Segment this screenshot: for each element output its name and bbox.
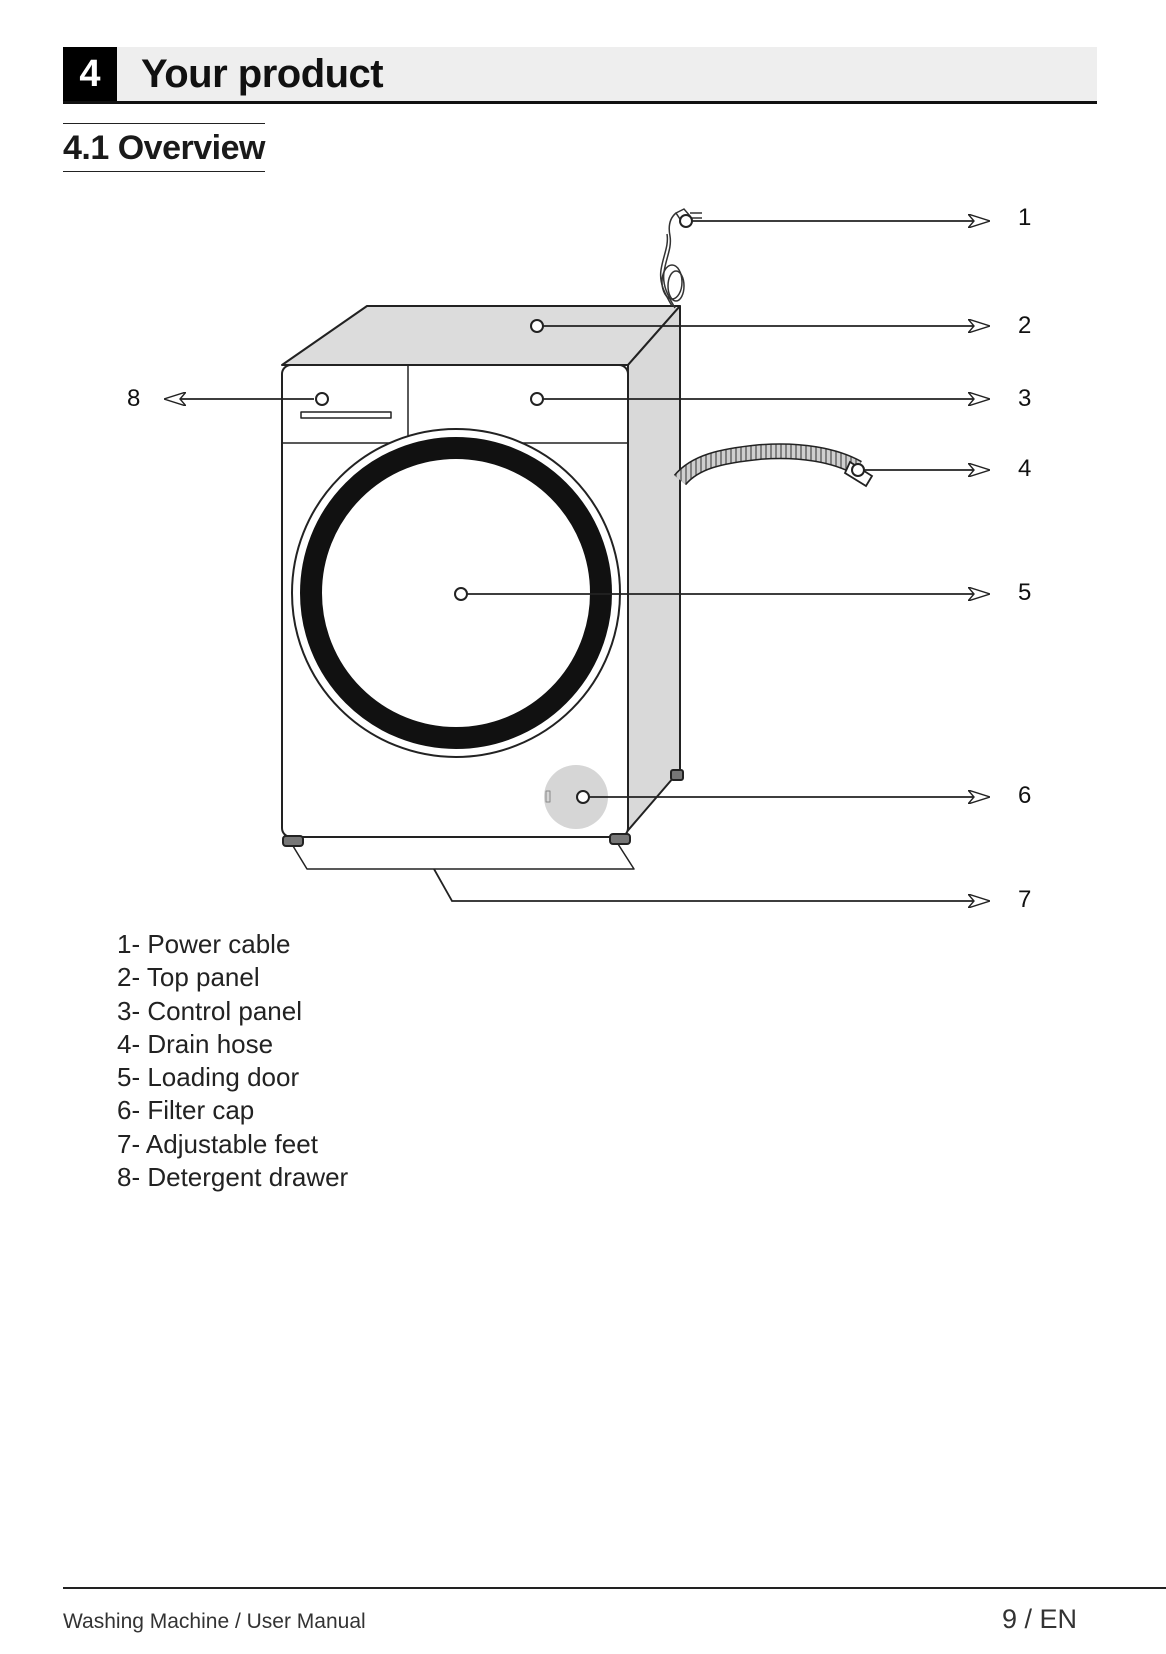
footer-divider [63, 1587, 1166, 1589]
callout-1: 1 [1018, 204, 1031, 231]
chapter-title: Your product [141, 52, 384, 96]
list-item: 2- Top panel [117, 962, 260, 993]
callout-dots [315, 214, 865, 804]
list-item: 6- Filter cap [117, 1095, 255, 1126]
list-item: 7- Adjustable feet [117, 1128, 318, 1159]
list-item: 1- Power cable [117, 929, 291, 959]
callout-2: 2 [1018, 312, 1031, 339]
page-number: 9 / EN [1002, 1604, 1078, 1634]
washing-machine-illustration [281, 305, 684, 870]
callout-3: 3 [1018, 385, 1031, 412]
list-item: 4- Drain hose [117, 1028, 274, 1059]
drain-hose-icon [673, 443, 874, 488]
list-item: 3- Control panel [117, 995, 302, 1026]
callout-4: 4 [1018, 455, 1031, 482]
parts-list: 1- Power cable 2- Top panel 3- Control p… [117, 928, 348, 1194]
footer-document-name: Washing Machine / User Manual [63, 1610, 366, 1633]
list-item: 8- Detergent drawer [117, 1162, 349, 1193]
leader-lines [166, 221, 988, 901]
section-title: 4.1 Overview [63, 123, 265, 172]
callout-5: 5 [1018, 579, 1031, 606]
callout-6: 6 [1018, 782, 1031, 809]
list-item: 5- Loading door [117, 1062, 300, 1093]
callout-8: 8 [127, 385, 140, 412]
callout-7: 7 [1018, 886, 1031, 913]
chapter-header: 4 Your product [63, 47, 1097, 104]
washing-machine-diagram: 1 2 3 4 5 6 7 8 [127, 204, 1031, 913]
chapter-number: 4 [63, 47, 117, 101]
